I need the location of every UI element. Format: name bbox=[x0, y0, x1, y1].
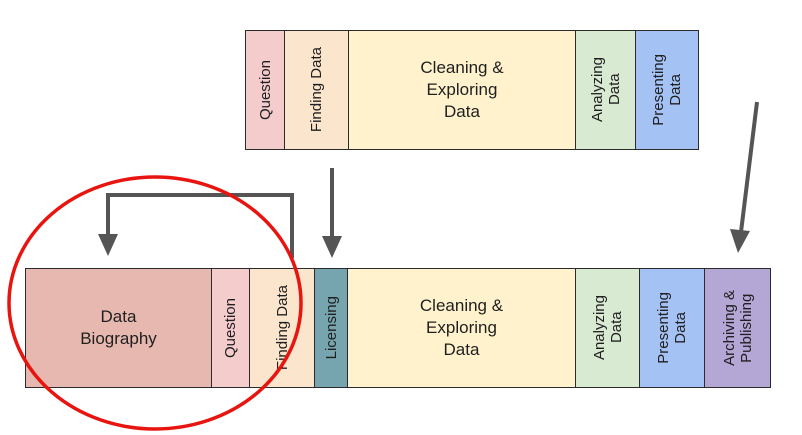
loop-arrow-head bbox=[98, 234, 118, 256]
top-stage-analyzing: Analyzing Data bbox=[575, 30, 636, 150]
bottom-stage-archiving-publishing: Archiving & Publishing bbox=[704, 268, 771, 388]
bottom-stage-finding-data-label: Finding Data bbox=[273, 285, 291, 371]
bottom-stage-presenting: Presenting Data bbox=[639, 268, 705, 388]
bottom-stage-licensing: Licensing bbox=[314, 268, 348, 388]
archiving-arrow-head bbox=[730, 229, 750, 253]
top-stage-question-label: Question bbox=[256, 59, 274, 121]
bottom-stage-archiving-publishing-label: Archiving & Publishing bbox=[720, 290, 755, 366]
bottom-stage-question-label: Question bbox=[222, 297, 239, 359]
bottom-stage-analyzing-label: Analyzing Data bbox=[590, 295, 625, 361]
bottom-stage-cleaning-exploring-label: Cleaning & Exploring Data bbox=[419, 296, 504, 359]
bottom-stage-data-biography-label: Data Biography bbox=[80, 307, 157, 348]
top-stage-cleaning-exploring: Cleaning & Exploring Data bbox=[348, 30, 576, 150]
bottom-stage-cleaning-exploring: Cleaning & Exploring Data bbox=[347, 268, 576, 388]
bottom-stage-finding-data: Finding Data bbox=[249, 268, 315, 388]
bottom-stage-licensing-label: Licensing bbox=[322, 296, 340, 360]
top-stage-cleaning-exploring-label: Cleaning & Exploring Data bbox=[420, 58, 504, 121]
bottom-stage-question: Question bbox=[211, 268, 250, 388]
bottom-stage-data-biography: Data Biography bbox=[25, 268, 212, 388]
top-stage-analyzing-label: Analyzing Data bbox=[588, 57, 623, 123]
top-stage-finding-data: Finding Data bbox=[284, 30, 349, 150]
licensing-arrow-head bbox=[322, 236, 342, 258]
top-stage-presenting-label: Presenting Data bbox=[650, 54, 684, 126]
archiving-arrow bbox=[739, 101, 759, 233]
bottom-stage-analyzing: Analyzing Data bbox=[575, 268, 640, 388]
top-stage-presenting: Presenting Data bbox=[635, 30, 699, 150]
loop-arrow bbox=[106, 193, 294, 258]
bottom-stage-presenting-label: Presenting Data bbox=[655, 292, 689, 364]
top-stage-finding-data-label: Finding Data bbox=[308, 47, 325, 133]
top-stage-question: Question bbox=[245, 30, 285, 150]
